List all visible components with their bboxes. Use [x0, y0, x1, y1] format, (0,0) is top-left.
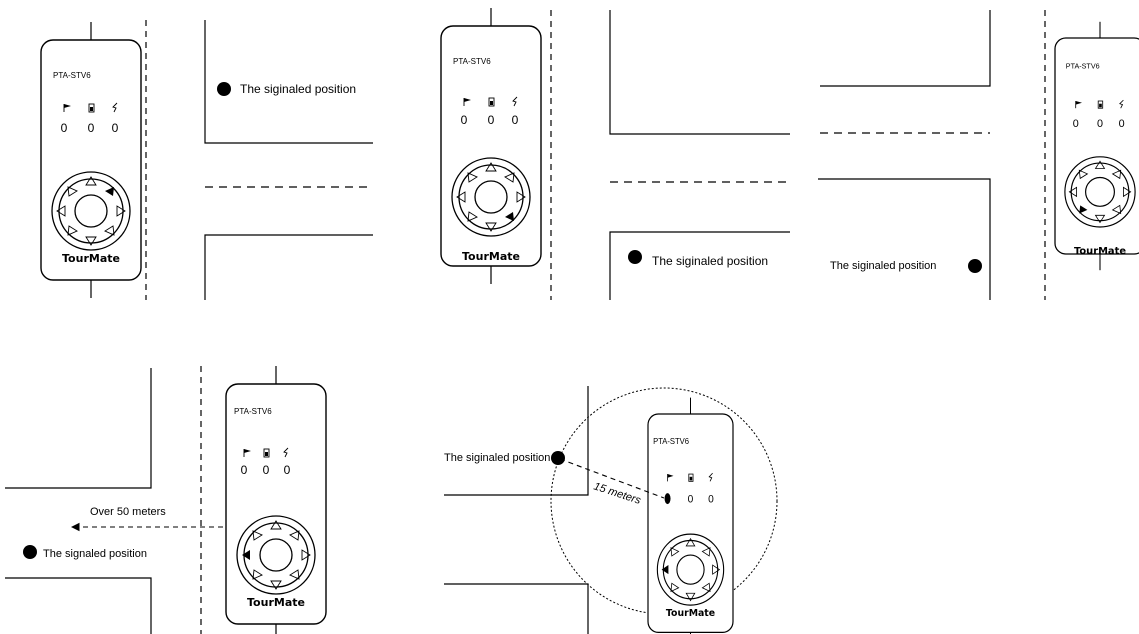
flag-icon: [63, 104, 71, 112]
signal-icon: [283, 447, 289, 458]
direction-arrows: [670, 537, 721, 602]
signaled-position-dot: [968, 259, 982, 273]
brand-logo: TourMate: [666, 608, 716, 619]
signaled-position-dot: [551, 451, 565, 465]
distance-label: 15 meters: [592, 480, 643, 507]
direction-arrows: [1068, 160, 1132, 224]
signal-icon: [1119, 99, 1124, 109]
brand-logo: TourMate: [1074, 246, 1126, 257]
readout-battery: 0: [688, 493, 694, 505]
readout-battery: 0: [488, 113, 495, 127]
brand-logo: TourMate: [62, 252, 120, 265]
active-arrow-icon: [242, 550, 250, 560]
road-edge: [444, 386, 589, 496]
battery-icon: [263, 448, 270, 458]
device-tourmate: PTA-STV6 0 0 0 TourMate: [440, 7, 542, 285]
signaled-position-label: The siginaled position: [652, 254, 768, 268]
signaled-position-label: The signaled position: [43, 548, 147, 560]
direction-arrows: [56, 176, 126, 246]
road-edge: [5, 577, 152, 634]
flag-icon: [243, 449, 251, 457]
flag-icon: [463, 98, 471, 106]
signal-icon: [512, 96, 518, 107]
panel-4: Over 50 meters The signaled position PTA…: [5, 365, 327, 634]
road-edge: [818, 178, 991, 300]
readout-battery: 0: [88, 121, 95, 135]
readout-signal: 0: [112, 121, 119, 135]
signaled-position-dot: [628, 250, 642, 264]
signal-icon: [708, 472, 713, 482]
device-tourmate: PTA-STV6 0 0 0 TourMate: [1054, 21, 1139, 271]
signaled-position-label: The siginaled position: [240, 82, 356, 96]
device-model-label: PTA-STV6: [53, 71, 91, 80]
device-model-label: PTA-STV6: [234, 407, 272, 416]
road-edge: [820, 10, 991, 87]
signaled-position-label: The siginaled position: [830, 260, 936, 272]
readout-flag: 0: [461, 113, 468, 127]
active-arrow-icon: [105, 187, 114, 196]
readout-signal: 0: [1119, 118, 1125, 130]
battery-icon: [88, 103, 95, 113]
road-edge: [609, 10, 790, 135]
flag-icon: [667, 474, 674, 482]
device-model-label: PTA-STV6: [1066, 62, 1100, 71]
panel-2: The siginaled position PTA-STV6 0 0 0 To…: [440, 7, 790, 300]
readout-signal: 0: [284, 463, 291, 477]
device-tourmate: PTA-STV6 0 0 0 TourMate: [225, 365, 327, 634]
panel-3: The siginaled position PTA-STV6 0 0 0 To…: [818, 10, 1139, 300]
device-model-label: PTA-STV6: [653, 437, 689, 446]
signaled-position-dot: [23, 545, 37, 559]
readout-flag-pin: [664, 493, 671, 505]
panel-5: PTA-STV6 0 0 TourMate The siginaled posi…: [444, 386, 778, 634]
signaled-position-dot: [217, 82, 231, 96]
readout-flag: 0: [1073, 118, 1079, 130]
active-arrow-icon: [505, 212, 514, 221]
battery-icon: [488, 97, 495, 107]
readout-flag: 0: [61, 121, 68, 135]
flag-icon: [1075, 101, 1082, 109]
road-edge: [204, 234, 373, 300]
direction-arrows: [252, 520, 311, 590]
brand-logo: TourMate: [462, 250, 520, 263]
readout-battery: 0: [263, 463, 270, 477]
distance-label: Over 50 meters: [90, 506, 166, 518]
distance-line: [559, 458, 665, 499]
signaled-position-label: The siginaled position: [444, 452, 550, 464]
battery-icon: [688, 473, 694, 482]
device-model-label: PTA-STV6: [453, 57, 491, 66]
brand-logo: TourMate: [247, 596, 305, 609]
readout-signal: 0: [512, 113, 519, 127]
road-edge: [609, 231, 790, 300]
road-edge: [204, 20, 373, 144]
active-arrow-icon: [1079, 205, 1088, 214]
road-edge: [444, 583, 589, 634]
panel-1: The siginaled position PTA-STV6 0 0 0 To…: [40, 20, 373, 300]
direction-arrows: [456, 162, 526, 232]
device-tourmate: PTA-STV6 0 0 0 TourMate: [40, 21, 142, 299]
readout-battery: 0: [1097, 118, 1103, 130]
battery-icon: [1097, 100, 1104, 109]
readout-signal: 0: [708, 493, 714, 505]
signal-icon: [112, 102, 118, 113]
device-tourmate: PTA-STV6 0 0 TourMate: [647, 396, 734, 634]
active-arrow-icon: [661, 565, 669, 575]
readout-flag: 0: [241, 463, 248, 477]
road-edge: [5, 368, 152, 489]
